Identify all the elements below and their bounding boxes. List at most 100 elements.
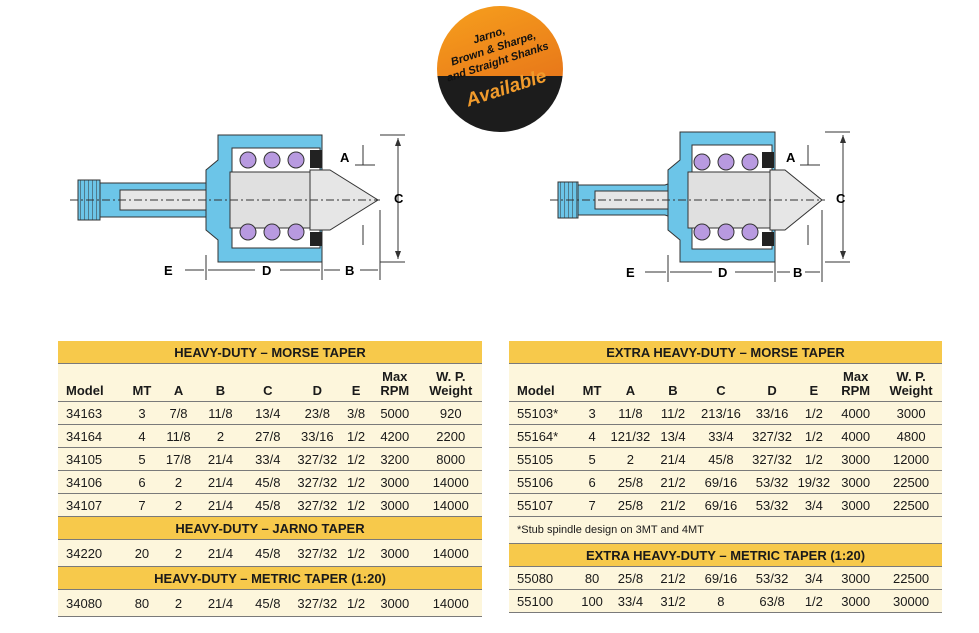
cell: 1/2 xyxy=(796,424,832,448)
cell: 4 xyxy=(575,424,610,448)
cell: 25/8 xyxy=(609,566,652,590)
cell: 1/2 xyxy=(342,539,371,567)
cell: 63/8 xyxy=(747,589,797,613)
cell: 3000 xyxy=(831,493,881,517)
section-title: EXTRA HEAVY-DUTY – MORSE TAPER xyxy=(509,341,942,364)
cell: 17/8 xyxy=(159,447,198,471)
cell-model: 55103* xyxy=(509,401,576,425)
cell: 53/32 xyxy=(747,470,797,494)
cell: 25/8 xyxy=(609,493,652,517)
cell: 3000 xyxy=(831,566,881,590)
col-mt: MT xyxy=(124,363,160,402)
cell: 23/8 xyxy=(292,401,343,425)
cell-model: 34080 xyxy=(58,589,125,617)
cell: 33/16 xyxy=(292,424,343,448)
cell: 8 xyxy=(694,589,748,613)
cell: 3000 xyxy=(370,470,420,494)
cell: 3200 xyxy=(370,447,420,471)
cell: 27/8 xyxy=(243,424,293,448)
cell: 1/2 xyxy=(342,589,371,617)
cell: 1/2 xyxy=(342,424,371,448)
section-title: HEAVY-DUTY – METRIC TAPER (1:20) xyxy=(58,566,482,590)
cell: 3 xyxy=(124,401,160,425)
availability-badge: Jarno, Brown & Sharpe, and Straight Shan… xyxy=(437,6,563,132)
cell: 3000 xyxy=(831,589,881,613)
cell: 11/8 xyxy=(159,424,198,448)
col-a: A xyxy=(609,363,652,402)
cell: 100 xyxy=(575,589,610,613)
live-center-drawings: C A E D B C A E D B xyxy=(70,131,850,282)
col-d: D xyxy=(292,363,343,402)
cell: 1/2 xyxy=(342,447,371,471)
cell: 327/32 xyxy=(292,447,343,471)
cell: 33/4 xyxy=(243,447,293,471)
cell: 3/4 xyxy=(796,566,832,590)
cell: 5 xyxy=(124,447,160,471)
cell: 21/2 xyxy=(651,493,695,517)
cell: 1/2 xyxy=(796,401,832,425)
cell-model: 34107 xyxy=(58,493,125,517)
col-e: E xyxy=(342,363,371,402)
cell: 14000 xyxy=(419,589,482,617)
cell-model: 34163 xyxy=(58,401,125,425)
footnote: *Stub spindle design on 3MT and 4MT xyxy=(509,516,942,544)
cell: 33/4 xyxy=(609,589,652,613)
col-a: A xyxy=(159,363,198,402)
cell: 7 xyxy=(575,493,610,517)
cell: 45/8 xyxy=(243,539,293,567)
cell: 3000 xyxy=(370,493,420,517)
cell-model: 34164 xyxy=(58,424,125,448)
cell: 80 xyxy=(124,589,160,617)
cell: 45/8 xyxy=(243,470,293,494)
cell: 3/4 xyxy=(796,493,832,517)
col-wp-weight: W. P. Weight xyxy=(880,363,942,402)
cell: 327/32 xyxy=(292,589,343,617)
col-model: Model xyxy=(58,363,125,402)
col-c: C xyxy=(243,363,293,402)
cell: 11/2 xyxy=(651,401,695,425)
cell: 22500 xyxy=(880,493,942,517)
cell: 6 xyxy=(124,470,160,494)
cell: 21/4 xyxy=(197,470,244,494)
cell: 3000 xyxy=(880,401,942,425)
cell: 2 xyxy=(159,539,198,567)
cell-model: 55080 xyxy=(509,566,576,590)
cell: 4200 xyxy=(370,424,420,448)
cell: 25/8 xyxy=(609,470,652,494)
cell: 4 xyxy=(124,424,160,448)
cell: 45/8 xyxy=(243,493,293,517)
col-max-rpm: Max RPM xyxy=(370,363,420,402)
extra-heavy-duty-drawing xyxy=(550,131,850,282)
cell: 21/4 xyxy=(197,589,244,617)
heavy-duty-drawing xyxy=(70,134,405,280)
cell: 1/2 xyxy=(796,447,832,471)
cell: 4800 xyxy=(880,424,942,448)
cell: 31/2 xyxy=(651,589,695,613)
cell: 11/8 xyxy=(609,401,652,425)
col-model: Model xyxy=(509,363,576,402)
cell: 20 xyxy=(124,539,160,567)
cell: 2 xyxy=(159,589,198,617)
cell: 2 xyxy=(609,447,652,471)
cell: 22500 xyxy=(880,470,942,494)
cell: 69/16 xyxy=(694,493,748,517)
cell: 1/2 xyxy=(342,470,371,494)
cell: 69/16 xyxy=(694,470,748,494)
cell: 22500 xyxy=(880,566,942,590)
col-b: B xyxy=(651,363,695,402)
cell: 13/4 xyxy=(651,424,695,448)
cell: 920 xyxy=(419,401,482,425)
cell: 21/2 xyxy=(651,566,695,590)
cell: 3/8 xyxy=(342,401,371,425)
label-b-left: B xyxy=(345,263,354,278)
col-b: B xyxy=(197,363,244,402)
label-a-left: A xyxy=(340,150,350,165)
